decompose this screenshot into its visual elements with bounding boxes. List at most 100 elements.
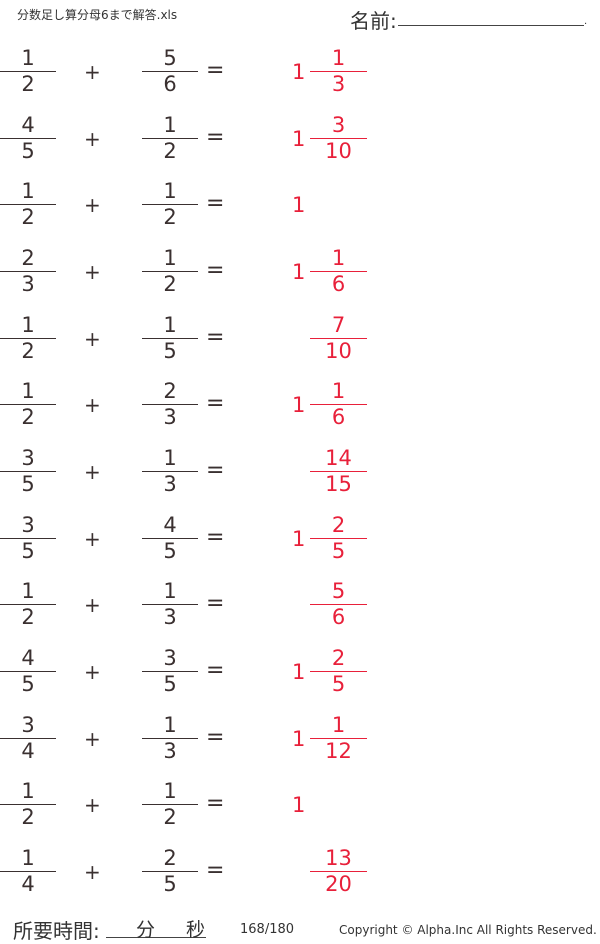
name-label: 名前: xyxy=(350,9,397,33)
denominator: 6 xyxy=(163,72,177,96)
equals-sign: = xyxy=(206,191,225,217)
answer-fraction-bar xyxy=(310,137,367,139)
plus-sign: + xyxy=(84,193,101,218)
numerator: 1 xyxy=(163,579,177,604)
fraction-bar xyxy=(142,71,198,72)
answer-numerator: 5 xyxy=(331,579,346,604)
plus-sign: + xyxy=(84,726,101,751)
denominator: 5 xyxy=(163,672,177,697)
answer-denominator: 15 xyxy=(325,472,352,497)
fraction-bar xyxy=(142,671,198,673)
plus-sign: + xyxy=(84,793,101,818)
denominator: 5 xyxy=(21,138,35,163)
page-number: 168/180 xyxy=(240,922,295,937)
fraction-bar xyxy=(0,737,56,739)
denominator: 2 xyxy=(21,72,35,96)
fraction-bar xyxy=(142,137,198,139)
equals-sign: = xyxy=(206,458,225,484)
fraction-bar xyxy=(0,871,56,873)
equals-sign: = xyxy=(206,791,225,817)
denominator: 2 xyxy=(21,205,35,230)
time-field-line[interactable] xyxy=(106,937,206,938)
answer-denominator: 5 xyxy=(331,672,346,697)
numerator: 1 xyxy=(163,246,177,270)
answer-fraction-bar xyxy=(310,471,367,473)
numerator: 2 xyxy=(163,846,177,871)
answer-whole: 1 xyxy=(292,126,306,151)
answer-numerator: 2 xyxy=(331,646,346,671)
numerator: 1 xyxy=(21,579,35,604)
numerator: 1 xyxy=(163,112,177,137)
equals-sign: = xyxy=(206,524,225,550)
numerator: 1 xyxy=(21,312,35,337)
answer-denominator: 6 xyxy=(331,605,346,630)
numerator: 1 xyxy=(163,712,177,737)
answer-denominator: 10 xyxy=(325,138,352,163)
answer-whole: 1 xyxy=(292,726,306,751)
answer-denominator: 6 xyxy=(331,405,346,430)
denominator: 2 xyxy=(21,338,35,363)
seconds-label: 秒 xyxy=(186,919,206,941)
numerator: 2 xyxy=(163,379,177,404)
answer-denominator: 3 xyxy=(331,72,346,96)
fraction-bar xyxy=(0,604,56,606)
plus-sign: + xyxy=(84,860,101,885)
denominator: 2 xyxy=(163,138,177,163)
plus-sign: + xyxy=(84,593,101,618)
answer-denominator: 6 xyxy=(331,272,346,296)
numerator: 1 xyxy=(21,779,35,804)
numerator: 1 xyxy=(21,46,35,70)
numerator: 1 xyxy=(163,179,177,204)
denominator: 2 xyxy=(21,805,35,830)
answer-numerator: 14 xyxy=(325,446,352,471)
answer-whole: 1 xyxy=(292,393,306,418)
fraction-bar xyxy=(0,204,56,206)
answer-fraction-bar xyxy=(310,271,367,272)
name-field-line[interactable] xyxy=(398,25,584,26)
plus-sign: + xyxy=(84,126,101,151)
numerator: 1 xyxy=(21,379,35,404)
answer-numerator: 1 xyxy=(331,46,346,70)
fraction-bar xyxy=(142,404,198,406)
fraction-bar xyxy=(142,871,198,873)
answer-numerator: 1 xyxy=(331,712,346,737)
plus-sign: + xyxy=(84,260,101,284)
plus-sign: + xyxy=(84,460,101,485)
equals-sign: = xyxy=(206,324,225,350)
equals-sign: = xyxy=(206,258,225,283)
answer-whole: 1 xyxy=(292,660,306,685)
equals-sign: = xyxy=(206,591,225,617)
denominator: 5 xyxy=(21,538,35,563)
time-label: 所要時間: xyxy=(13,919,100,943)
answer-fraction-bar xyxy=(310,671,367,673)
fraction-bar xyxy=(142,537,198,539)
numerator: 5 xyxy=(163,46,177,70)
copyright: Copyright © Alpha.Inc All Rights Reserve… xyxy=(339,923,597,937)
numerator: 4 xyxy=(163,512,177,537)
file-title: 分数足し算分母6まで解答.xls xyxy=(17,8,178,22)
answer-denominator: 12 xyxy=(325,738,352,763)
denominator: 5 xyxy=(21,472,35,497)
denominator: 5 xyxy=(21,672,35,697)
answer-numerator: 3 xyxy=(331,112,346,137)
denominator: 2 xyxy=(163,205,177,230)
answer-whole: 1 xyxy=(292,793,306,818)
fraction-bar xyxy=(0,71,56,72)
denominator: 2 xyxy=(163,272,177,296)
numerator: 1 xyxy=(21,846,35,871)
denominator: 3 xyxy=(163,405,177,430)
numerator: 3 xyxy=(21,512,35,537)
fraction-bar xyxy=(142,337,198,339)
fraction-bar xyxy=(142,804,198,806)
equals-sign: = xyxy=(206,58,225,83)
fraction-bar xyxy=(0,271,56,272)
fraction-bar xyxy=(0,137,56,139)
denominator: 4 xyxy=(21,872,35,897)
equals-sign: = xyxy=(206,124,225,150)
answer-fraction-bar xyxy=(310,404,367,406)
denominator: 3 xyxy=(21,272,35,296)
numerator: 4 xyxy=(21,646,35,671)
